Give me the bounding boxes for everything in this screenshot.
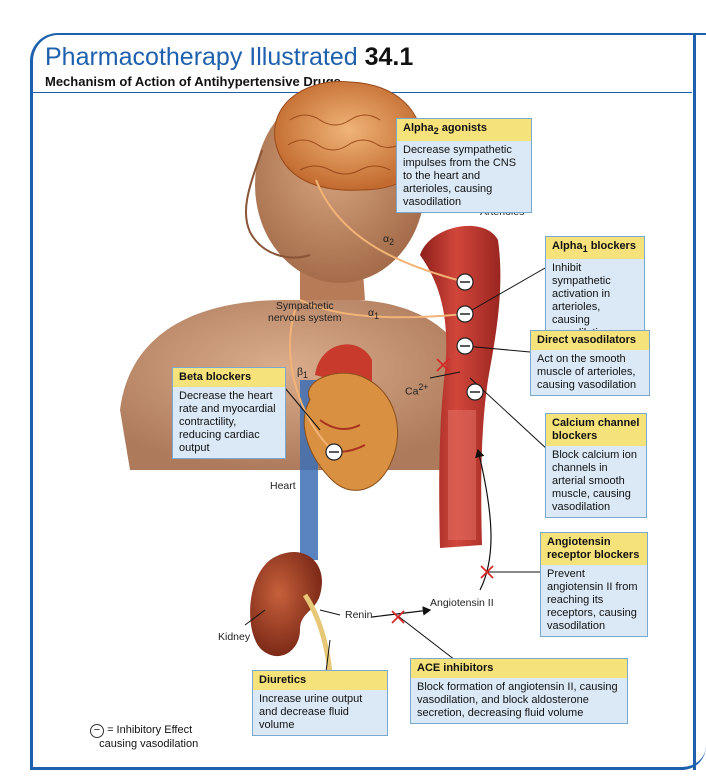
callout-diuretics-title: Diuretics xyxy=(253,671,387,690)
legend-text: = Inhibitory Effect causing vasodilation xyxy=(90,724,198,750)
inhibit-circle-direct xyxy=(457,338,473,354)
inhibit-circle-calcium xyxy=(467,384,483,400)
callout-beta-title: Beta blockers xyxy=(173,368,285,387)
callout-beta-body: Decrease the heart rate and myocardial c… xyxy=(173,387,285,458)
beta1-subscript: 1 xyxy=(303,370,308,380)
callout-direct-vasodilators: Direct vasodilators Act on the smooth mu… xyxy=(530,330,650,396)
callout-beta-blockers: Beta blockers Decrease the heart rate an… xyxy=(172,367,286,459)
alpha2-title-text: Alpha xyxy=(403,122,434,134)
arteriole-lumen xyxy=(448,410,476,540)
callout-ace-title: ACE inhibitors xyxy=(411,659,627,678)
label-beta1: β1 xyxy=(297,366,308,380)
inhibit-circle-alpha1 xyxy=(457,306,473,322)
label-renin: Renin xyxy=(345,609,372,621)
legend: − = Inhibitory Effect causing vasodilati… xyxy=(90,724,198,751)
label-alpha2: α2 xyxy=(383,233,394,247)
callout-arb-title: Angiotensin receptor blockers xyxy=(541,533,647,565)
callout-calcium-title: Calcium channel blockers xyxy=(546,414,646,446)
alpha2-title-rest: agonists xyxy=(439,122,487,134)
callout-alpha2-agonists: Alpha2 agonists Decrease sympathetic imp… xyxy=(396,118,532,213)
leader-renin xyxy=(320,610,340,615)
label-heart: Heart xyxy=(270,480,296,492)
callout-diuretics: Diuretics Increase urine output and decr… xyxy=(252,670,388,736)
block-mark-ace xyxy=(392,611,404,623)
inhibitory-effect-icon: − xyxy=(90,724,104,738)
callout-angiotensin-receptor-blockers: Angiotensin receptor blockers Prevent an… xyxy=(540,532,648,637)
label-kidney: Kidney xyxy=(218,631,250,643)
alpha1-title-text: Alpha xyxy=(552,240,583,252)
callout-diuretics-body: Increase urine output and decrease fluid… xyxy=(253,690,387,735)
callout-calcium-body: Block calcium ion channels in arterial s… xyxy=(546,446,646,517)
leader-ace xyxy=(398,616,455,660)
alpha1-title-rest: blockers xyxy=(588,240,636,252)
inhibit-circle-beta xyxy=(326,444,342,460)
callout-direct-title: Direct vasodilators xyxy=(531,331,649,350)
label-alpha1: α1 xyxy=(368,307,379,321)
label-angiotensin: Angiotensin II xyxy=(430,597,494,609)
callout-alpha2-body: Decrease sympathetic impulses from the C… xyxy=(397,141,531,212)
label-sympathetic: Sympathetic nervous system xyxy=(268,300,342,324)
alpha1-subscript: 1 xyxy=(374,311,379,321)
callout-calcium-channel-blockers: Calcium channel blockers Block calcium i… xyxy=(545,413,647,518)
alpha2-subscript: 2 xyxy=(389,237,394,247)
callout-alpha1-title: Alpha1 blockers xyxy=(546,237,644,259)
callout-alpha1-blockers: Alpha1 blockers Inhibit sympathetic acti… xyxy=(545,236,645,344)
label-calcium-ion: Ca2+ xyxy=(405,382,428,398)
calcium-symbol: Ca xyxy=(405,386,418,398)
callout-alpha2-title: Alpha2 agonists xyxy=(397,119,531,141)
calcium-superscript: 2+ xyxy=(418,382,428,392)
inhibit-circle-alpha2 xyxy=(457,274,473,290)
callout-arb-body: Prevent angiotensin II from reaching its… xyxy=(541,565,647,636)
callout-direct-body: Act on the smooth muscle of arterioles, … xyxy=(531,350,649,395)
callout-ace-inhibitors: ACE inhibitors Block formation of angiot… xyxy=(410,658,628,724)
callout-ace-body: Block formation of angiotensin II, causi… xyxy=(411,678,627,723)
